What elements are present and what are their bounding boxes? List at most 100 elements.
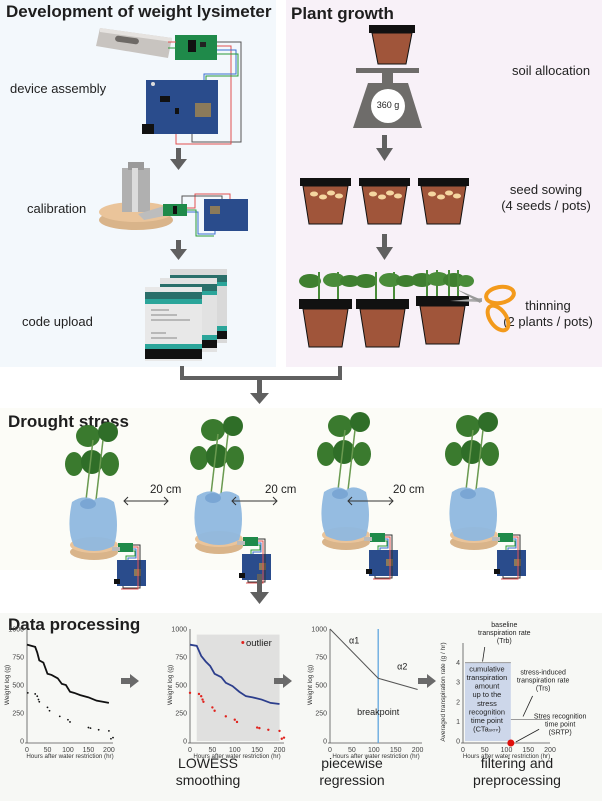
y-tick-label: 750	[175, 655, 187, 662]
double-arrow-icon	[231, 496, 278, 506]
step-device-assembly: device assembly	[10, 81, 107, 96]
breakpoint-label: breakpoint	[357, 707, 400, 717]
merge-arrow-icon	[180, 366, 342, 404]
legend-marker	[241, 640, 245, 644]
y-tick-label: 500	[315, 683, 327, 690]
pot-icon	[369, 25, 415, 65]
trs-pointer	[522, 695, 533, 717]
x-tick-label: 0	[25, 747, 29, 754]
cta-area	[465, 662, 511, 741]
arrow-down-icon	[376, 234, 393, 260]
filtering-label-1: filtering and	[480, 755, 554, 771]
y-tick-label: 4	[456, 660, 460, 667]
lowess-label-2: smoothing	[175, 772, 241, 788]
x-axis-label: Hours after water restriction (hr)	[463, 753, 550, 760]
load-cell-icon	[96, 28, 172, 58]
srtp-dot	[507, 739, 515, 747]
filtering-label-2: preprocessing	[473, 772, 561, 788]
double-arrow-icon	[123, 496, 169, 506]
outlier-point	[197, 692, 201, 696]
y-axis-label: Weight log (g)	[4, 665, 11, 705]
piecewise-line	[329, 628, 418, 690]
scale-reading: 360 g	[376, 100, 400, 110]
alpha1-label: α1	[349, 636, 359, 646]
cta-annotation: time point	[471, 716, 503, 725]
outlier-point	[282, 736, 286, 739]
outlier-point	[233, 718, 236, 721]
seedling-pots	[299, 270, 474, 348]
y-tick-label: 250	[12, 711, 24, 718]
plant-illustrations	[299, 25, 516, 348]
noise-point	[110, 737, 112, 740]
piecewise-label-2: regression	[319, 772, 385, 788]
baseline-pointer	[482, 646, 486, 662]
y-tick-label: 1000	[171, 627, 187, 634]
arrow-down-icon	[376, 135, 393, 161]
process-arrow-icon	[121, 674, 139, 688]
x-tick-label: 200	[544, 747, 556, 754]
x-axis-label: Hours after water restriction (hr)	[26, 753, 113, 760]
lysimeter-plant-4	[444, 411, 527, 580]
x-axis-label: Hours after water restriction (hr)	[332, 753, 419, 760]
step-thinning: thinning (2 plants / pots)	[498, 298, 598, 330]
outlier-point	[211, 706, 214, 709]
seed-pots	[300, 178, 469, 225]
noise-point	[46, 706, 49, 709]
baseline-annotation: baseline	[491, 622, 517, 629]
x-tick-label: 50	[44, 747, 52, 754]
y-tick-label: 250	[315, 711, 327, 718]
lysimeter-title: Development of weight lysimeter	[6, 2, 272, 21]
trs-annotation: (Trs)	[536, 685, 551, 692]
noise-point	[89, 727, 92, 730]
piecewise-label-1: piecewise	[321, 755, 383, 771]
lysimeter-plant-2	[189, 415, 272, 584]
x-tick-label: 150	[83, 747, 95, 754]
spacing-arrows	[123, 496, 394, 506]
noise-point	[38, 700, 41, 703]
x-tick-label: 0	[461, 747, 465, 754]
x-tick-label: 200	[412, 747, 424, 754]
y-tick-label: 0	[183, 739, 187, 746]
noise-point	[48, 709, 51, 712]
plant-growth-panel: Plant growth soil allocation seed sowing…	[286, 0, 602, 367]
y-axis-label: Weight log (g)	[167, 665, 174, 705]
step-lowess: LOWESS smoothing	[168, 755, 248, 789]
outlier-point	[255, 726, 259, 729]
y-tick-label: 1	[456, 719, 460, 726]
srtp-annotation: (SRTP)	[549, 729, 572, 736]
srtp-annotation: time point	[545, 721, 575, 728]
wires	[168, 41, 242, 145]
noise-point	[67, 718, 69, 721]
y-tick-label: 2	[456, 699, 460, 706]
lysimeter-plant-1	[64, 421, 147, 590]
noise-point	[34, 693, 37, 695]
x-tick-label: 100	[62, 747, 74, 754]
outlier-point	[267, 728, 270, 731]
spacing-label-1: 20 cm	[150, 484, 182, 496]
noise-point	[36, 695, 39, 698]
scale-dial	[371, 89, 405, 123]
outlier-point	[235, 720, 239, 724]
spacing-label-2: 20 cm	[265, 484, 297, 496]
step-seed-sowing: seed sowing (4 seeds / pots)	[496, 182, 596, 214]
x-tick-label: 200	[103, 747, 115, 754]
calib-board-icon	[163, 193, 248, 237]
noise-point	[26, 691, 29, 694]
noise-point	[97, 728, 100, 731]
arduino-board-icon	[142, 80, 218, 134]
x-tick-label: 50	[348, 747, 356, 754]
spacing-label-3: 20 cm	[393, 484, 425, 496]
seed-sowing-label: seed sowing	[509, 182, 583, 197]
drought-to-data-connector	[250, 574, 269, 604]
outlier-point	[224, 715, 228, 718]
double-arrow-icon	[347, 496, 394, 506]
y-tick-label: 1000	[311, 627, 327, 634]
lysimeter-plant-3	[316, 411, 399, 580]
x-tick-label: 0	[188, 747, 192, 754]
noise-point	[112, 736, 114, 739]
data-processing-title: Data processing	[8, 615, 141, 634]
